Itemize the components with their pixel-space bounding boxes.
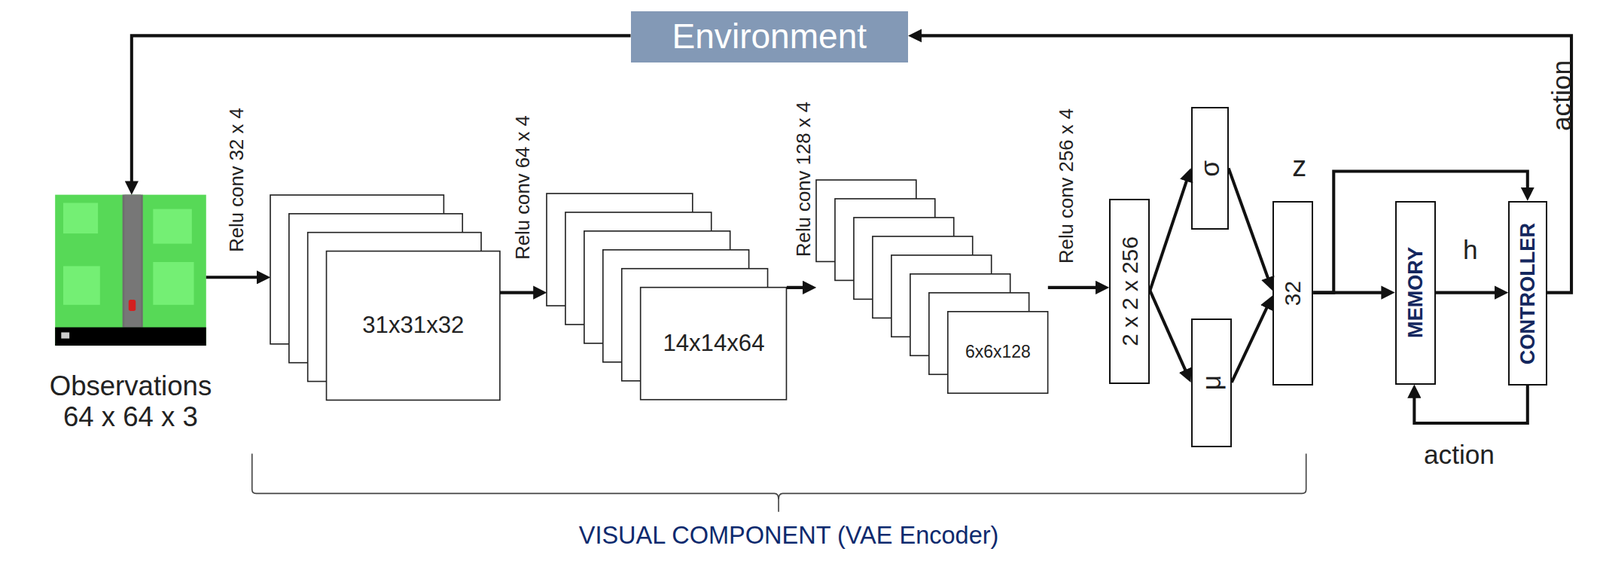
flow-arrow — [1313, 291, 1389, 295]
layer-box: CONTROLLER — [1508, 201, 1547, 386]
edge-label-holder: Relu conv 32 x 4 — [225, 107, 248, 256]
node-text: 14x14x64 — [662, 330, 765, 357]
text-holder: Observations 64 x 64 x 3 — [39, 364, 222, 439]
text-holder: Environment — [630, 11, 909, 63]
feature-map-sheet — [640, 287, 787, 400]
flow-arrow — [206, 275, 265, 279]
flow-arrow — [786, 286, 811, 290]
edge-label-holder: Relu conv 256 x 4 — [1055, 108, 1078, 267]
node-text: CONTROLLER — [1516, 222, 1540, 365]
layer-box: σ — [1191, 106, 1229, 230]
observation-image — [54, 195, 207, 346]
node-text: 31x31x32 — [362, 312, 464, 339]
flow-arrow — [1149, 173, 1189, 291]
flow-arrow — [1435, 291, 1503, 295]
edge-label: Relu conv 256 x 4 — [1055, 108, 1078, 264]
label-holder: VISUAL COMPONENT (VAE Encoder) — [579, 521, 1000, 550]
flow-arrow — [1149, 290, 1189, 377]
layer-box: Observations 64 x 64 x 3 — [54, 195, 207, 347]
group-label: VISUAL COMPONENT (VAE Encoder) — [579, 521, 1000, 549]
edge-label-holder: action — [1423, 439, 1495, 470]
grass-background — [54, 195, 207, 346]
flow-arrow — [1228, 167, 1271, 285]
status-bar — [54, 327, 207, 346]
text-holder: CONTROLLER — [1509, 202, 1546, 384]
text-holder: 2 x 2 x 256 — [1110, 200, 1149, 382]
flow-arrow — [1414, 385, 1527, 424]
grass-tile — [63, 202, 98, 234]
edge-label: action — [1546, 60, 1577, 132]
text-holder: MEMORY — [1396, 202, 1435, 384]
edge-label-holder: h — [1462, 234, 1479, 266]
grass-tile — [152, 262, 194, 305]
node-text: 2 x 2 x 256 — [1117, 236, 1143, 347]
flow-arrow — [499, 291, 541, 295]
layer-box: Environment — [630, 11, 909, 63]
layer-box: 2 x 2 x 256 — [1109, 198, 1150, 384]
stack-outline — [546, 193, 787, 400]
road-lane — [124, 195, 141, 328]
layer-box: μ — [1191, 318, 1232, 448]
car — [128, 299, 136, 311]
node-text: Environment — [672, 17, 868, 57]
flow-arrow — [914, 35, 1572, 293]
edge-label: action — [1423, 439, 1495, 470]
layer-box: MEMORY — [1395, 201, 1436, 385]
text-holder: 14x14x64 — [640, 287, 787, 400]
edge-label: Relu conv 32 x 4 — [225, 107, 248, 253]
edge-label: Relu conv 128 x 4 — [792, 101, 814, 257]
feature-map-stack: 31x31x32 — [270, 195, 500, 400]
node-text: Observations 64 x 64 x 3 — [39, 370, 222, 433]
status-indicator — [60, 332, 70, 339]
grass-tile — [63, 265, 101, 305]
edge-label: Relu conv 64 x 4 — [511, 115, 534, 260]
flow-arrow — [1231, 301, 1271, 383]
edge-label: h — [1462, 234, 1479, 266]
flow-arrow — [131, 35, 631, 189]
node-text: MEMORY — [1404, 246, 1427, 339]
text-holder: 32 — [1273, 202, 1312, 384]
edge-label-holder: Relu conv 128 x 4 — [792, 101, 814, 260]
layer-box: z32 — [1272, 201, 1314, 386]
node-text: μ — [1196, 374, 1226, 391]
node-text: 6x6x128 — [965, 342, 1031, 363]
text-holder: 31x31x32 — [326, 250, 500, 400]
feature-map-sheet — [326, 250, 500, 400]
flow-arrow — [1048, 286, 1104, 290]
text-holder: z — [1284, 149, 1316, 185]
feature-map-sheet — [947, 310, 1049, 393]
flow-arrow — [1313, 170, 1528, 293]
feature-map-stack: 14x14x64 — [546, 193, 787, 400]
text-holder: μ — [1192, 320, 1231, 446]
text-holder: 6x6x128 — [947, 310, 1049, 393]
node-text: z — [1292, 150, 1307, 183]
grass-tile — [152, 209, 192, 244]
node-text: σ — [1194, 160, 1225, 177]
group-bracket — [252, 454, 1307, 512]
road — [122, 195, 144, 328]
stack-outline — [270, 195, 500, 400]
edge-label-holder: Relu conv 64 x 4 — [511, 115, 534, 263]
feature-map-stack: 6x6x128 — [816, 179, 1049, 394]
text-holder: σ — [1192, 108, 1228, 229]
node-text: 32 — [1280, 280, 1305, 306]
edge-label-holder: action — [1546, 60, 1577, 135]
